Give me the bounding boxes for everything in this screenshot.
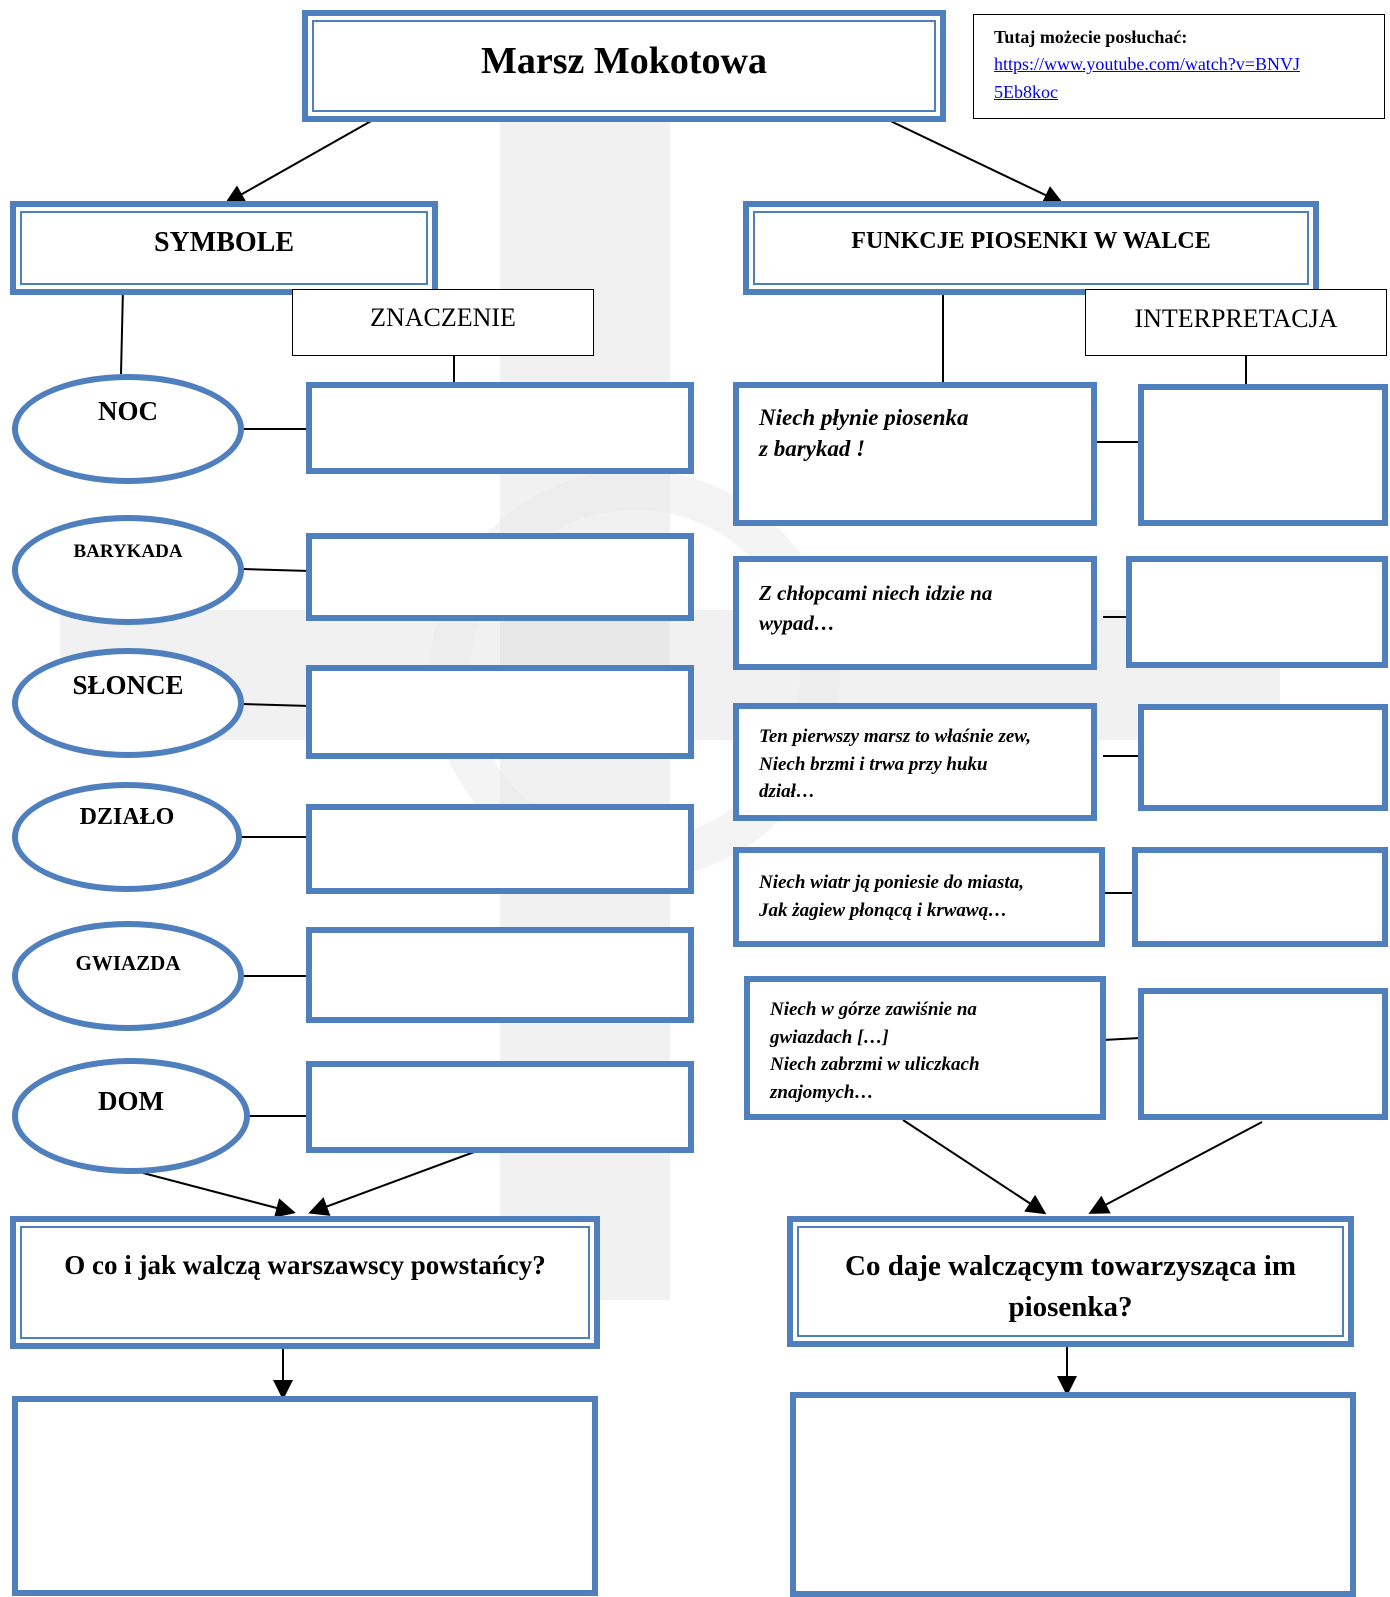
symbol-noc: NOC [12,374,244,484]
quote-box-3: Ten pierwszy marsz to właśnie zew, Niech… [733,703,1097,821]
symbol-label: GWIAZDA [75,951,181,975]
znaczenie-title: ZNACZENIE [370,302,516,332]
symbol-gwiazda: GWIAZDA [12,921,244,1031]
youtube-link[interactable]: https://www.youtube.com/watch?v=BNVJ 5Eb… [994,50,1384,106]
answer-box-left[interactable] [12,1396,598,1596]
arrow-right-2 [1088,1121,1263,1214]
symbol-label: BARYKADA [73,541,183,562]
meaning-box-slonce[interactable] [306,665,694,759]
question-left: O co i jak walczą warszawscy powstańcy? [64,1250,546,1280]
interpretation-box-2[interactable] [1126,556,1388,668]
quote-box-5: Niech w górze zawiśnie na gwiazdach […] … [744,976,1106,1120]
funkcje-title: FUNKCJE PIOSENKI W WALCE [851,227,1211,254]
quote-box-1: Niech płynie piosenka z barykad ! [733,382,1097,526]
meaning-box-noc[interactable] [306,382,694,474]
quote-text: Ten pierwszy marsz to właśnie zew, Niech… [759,726,1032,803]
arrow-right-1 [902,1119,1047,1215]
quote-text: Niech płynie piosenka z barykad ! [759,405,969,462]
line-barykada [241,568,311,572]
interpretation-box-1[interactable] [1138,384,1388,526]
meaning-box-gwiazda[interactable] [306,927,694,1023]
meaning-box-barykada[interactable] [306,533,694,621]
line-slonce [241,703,311,707]
meaning-box-dom[interactable] [306,1061,694,1153]
symbol-dzialo: DZIAŁO [12,782,242,892]
quote-text: Niech wiatr ją poniesie do miasta, Jak ż… [759,872,1024,921]
arrow-title-funkcje [879,115,1064,205]
line-symbole-down [120,287,124,375]
listen-label: Tutaj możecie posłuchać: [994,27,1188,47]
youtube-link-line2[interactable]: 5Eb8koc [994,82,1058,102]
interpretation-box-5[interactable] [1138,988,1388,1120]
quote-text: Z chłopcami niech idzie na wypad… [759,581,993,636]
title-box: Marsz Mokotowa [302,10,946,122]
znaczenie-header: ZNACZENIE [292,289,594,356]
symbol-slonce: SŁONCE [12,648,244,758]
funkcje-header: FUNKCJE PIOSENKI W WALCE [743,201,1319,295]
arrow-left-1 [142,1172,296,1218]
arrow-left-2 [308,1147,486,1216]
line-q5 [1102,1037,1141,1041]
meaning-box-dzialo[interactable] [306,804,694,894]
arrow-title-symbole [224,115,381,204]
interpretacja-header: INTERPRETACJA [1085,289,1387,356]
interpretation-box-3[interactable] [1138,704,1388,811]
answer-box-right[interactable] [790,1392,1356,1597]
symbol-label: NOC [98,396,158,426]
question-right: Co daje walczącym towarzysząca im piosen… [845,1250,1296,1323]
interpretacja-title: INTERPRETACJA [1134,303,1338,333]
symbol-dom: DOM [12,1058,250,1174]
symbol-label: SŁONCE [72,670,184,700]
symbol-label: DOM [98,1086,164,1116]
quote-box-4: Niech wiatr ją poniesie do miasta, Jak ż… [733,847,1105,947]
quote-box-2: Z chłopcami niech idzie na wypad… [733,556,1097,670]
symbole-header: SYMBOLE [10,201,438,295]
listen-box: Tutaj możecie posłuchać: https://www.you… [973,14,1385,119]
symbole-title: SYMBOLE [153,227,295,258]
symbol-barykada: BARYKADA [12,515,244,625]
question-right-box: Co daje walczącym towarzysząca im piosen… [787,1216,1354,1347]
youtube-link-line1[interactable]: https://www.youtube.com/watch?v=BNVJ [994,54,1300,74]
page-title: Marsz Mokotowa [481,40,767,82]
symbol-label: DZIAŁO [79,804,175,830]
interpretation-box-4[interactable] [1132,847,1388,947]
quote-text: Niech w górze zawiśnie na gwiazdach […] … [770,999,980,1103]
question-left-box: O co i jak walczą warszawscy powstańcy? [10,1216,600,1349]
